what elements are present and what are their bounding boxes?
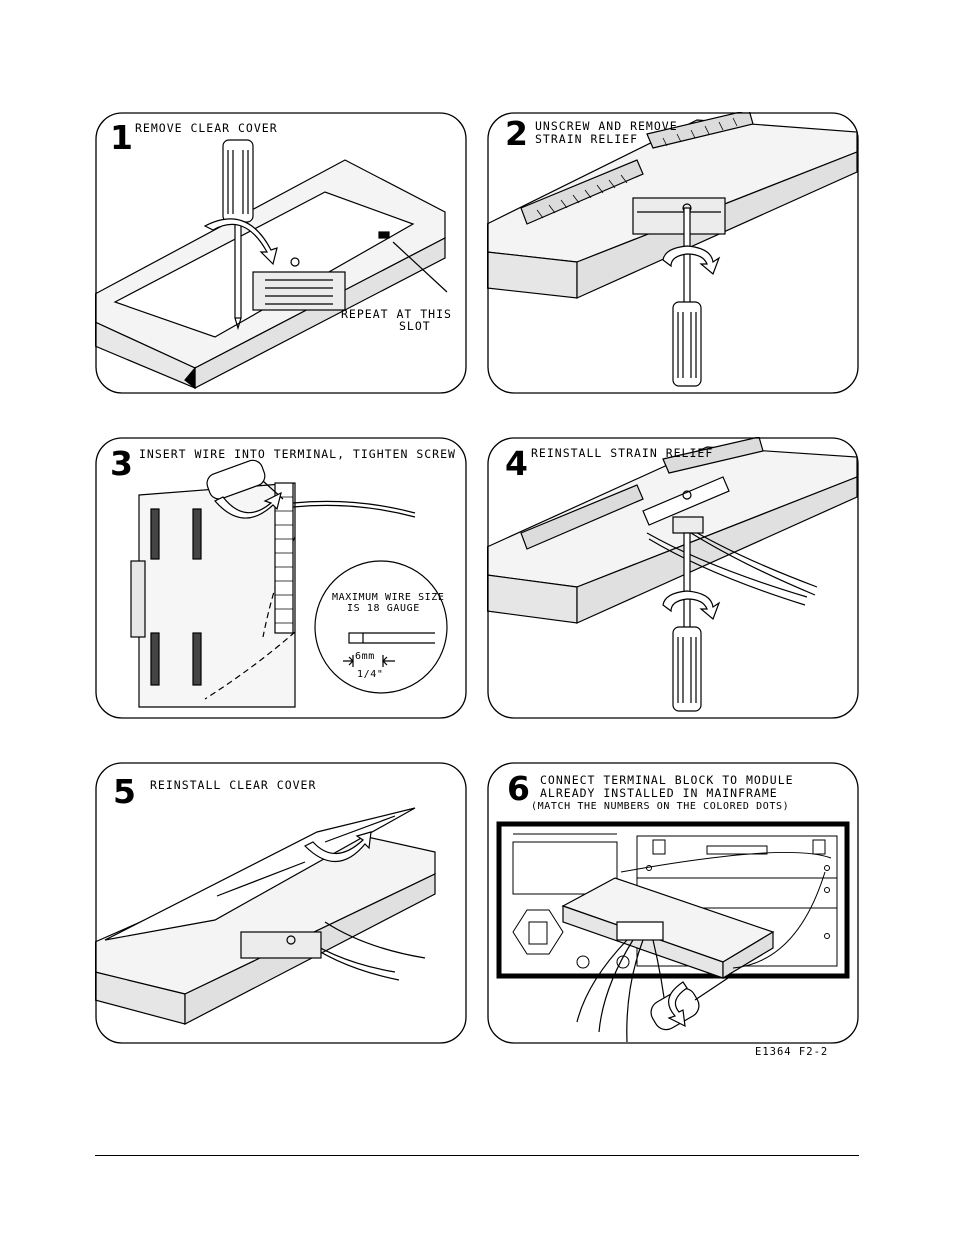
- screwdriver: [672, 532, 702, 712]
- rotate-arrow-icon: [214, 491, 282, 519]
- strain-relief: [642, 476, 730, 526]
- mainframe-outline: [496, 821, 850, 979]
- repeat-slot-label-line-2: SLOT: [399, 319, 431, 333]
- wires: [576, 939, 628, 1023]
- step-2-caption-line-1: UNSCREW AND REMOVE: [535, 119, 678, 133]
- step-5-panel: 5 REINSTALL CLEAR COVER: [95, 762, 467, 1044]
- max-wire-label-line-1: MAXIMUM WIRE SIZE: [332, 592, 445, 603]
- wires: [646, 532, 808, 598]
- wire: [292, 500, 416, 514]
- repeat-slot-label-line-1: REPEAT AT THIS: [341, 307, 452, 321]
- step-2-caption-line-2: STRAIN RELIEF: [535, 132, 638, 146]
- step-6-caption-line-1: CONNECT TERMINAL BLOCK TO MODULE: [540, 773, 794, 787]
- step-5-number: 5: [113, 772, 136, 811]
- terminal-strip: [274, 482, 294, 634]
- step-5-caption: REINSTALL CLEAR COVER: [150, 778, 316, 792]
- strip-length-imperial: 1/4": [357, 669, 383, 680]
- step-4-panel: 4 REINSTALL STRAIN RELIEF: [487, 437, 859, 719]
- screwdriver: [672, 207, 702, 387]
- step-6-panel: 6 CONNECT TERMINAL BLOCK TO MODULE ALREA…: [487, 762, 859, 1044]
- page-footer-rule: [95, 1155, 859, 1156]
- figure-id: E1364 F2-2: [755, 1046, 829, 1058]
- screwdriver: [650, 975, 732, 1031]
- step-3-number: 3: [110, 444, 133, 483]
- clear-cover: [104, 807, 416, 941]
- step-4-caption: REINSTALL STRAIN RELIEF: [531, 446, 713, 460]
- rotate-arrow-icon: [303, 831, 372, 863]
- rotate-arrow-icon: [667, 981, 688, 1028]
- rotate-arrow-icon: [203, 218, 278, 266]
- step-3-caption: INSERT WIRE INTO TERMINAL, TIGHTEN SCREW: [139, 447, 456, 461]
- step-1-panel: 1 REMOVE CLEAR COVER REPEAT AT THIS SLOT: [95, 112, 467, 394]
- max-wire-label-line-2: IS 18 GAUGE: [347, 603, 420, 614]
- screwdriver: [206, 459, 284, 500]
- step-4-number: 4: [505, 444, 528, 483]
- step-2-panel: 2 UNSCREW AND REMOVE STRAIN RELIEF: [487, 112, 859, 394]
- step-3-panel: 3 INSERT WIRE INTO TERMINAL, TIGHTEN SCR…: [95, 437, 467, 719]
- strip-length-metric: 6mm: [355, 651, 375, 662]
- step-6-note: (MATCH THE NUMBERS ON THE COLORED DOTS): [531, 801, 789, 812]
- rotate-arrow-icon: [662, 245, 721, 276]
- terminal-block: [138, 482, 296, 708]
- rotate-arrow-icon: [662, 590, 721, 621]
- step-6-caption-line-2: ALREADY INSTALLED IN MAINFRAME: [540, 786, 778, 800]
- step-1-caption: REMOVE CLEAR COVER: [135, 121, 278, 135]
- step-6-number: 6: [507, 769, 530, 808]
- step-1-number: 1: [110, 118, 133, 157]
- step-2-number: 2: [505, 114, 528, 153]
- magnifier-circle: [314, 560, 448, 694]
